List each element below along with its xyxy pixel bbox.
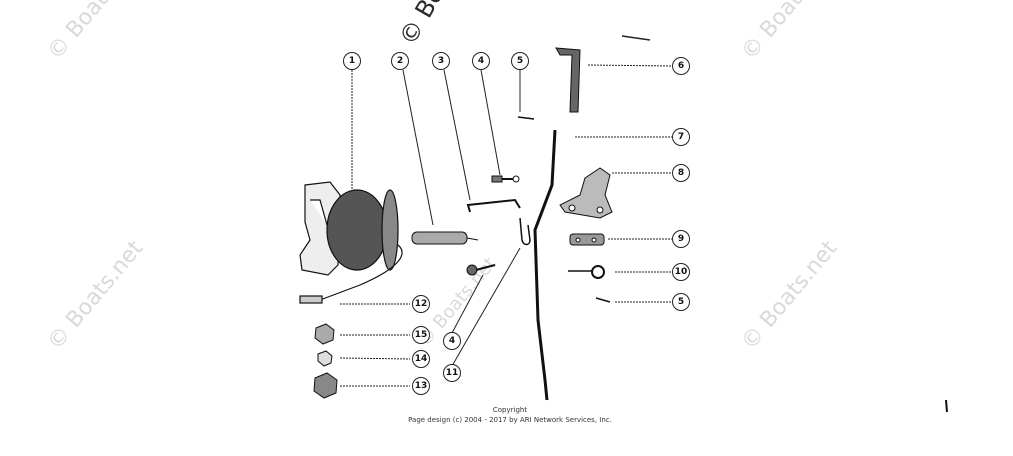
- callout-14: 14: [412, 350, 430, 368]
- callout-2: 2: [391, 52, 409, 70]
- pin-upper: [517, 116, 535, 120]
- callout-1: 1: [343, 52, 361, 70]
- nut-13: [313, 372, 338, 399]
- callout-3: 3: [432, 52, 450, 70]
- callout-15: 15: [412, 326, 430, 344]
- callout-13: 13: [412, 377, 430, 395]
- callout-11: 11: [443, 364, 461, 382]
- control-rod: [533, 129, 557, 401]
- callout-5-lower: 5: [672, 293, 690, 311]
- cam-bracket: [559, 167, 613, 219]
- callout-7: 7: [672, 128, 690, 146]
- callout-8: 8: [672, 164, 690, 182]
- copyright-label: Copyright: [492, 406, 528, 414]
- callout-12: 12: [412, 295, 430, 313]
- nut-14: [317, 350, 333, 367]
- callout-5: 5: [511, 52, 529, 70]
- hook: [519, 217, 531, 246]
- callout-6: 6: [672, 57, 690, 75]
- screw-upper: [491, 175, 520, 183]
- callout-4: 4: [472, 52, 490, 70]
- eyelet: [568, 265, 605, 279]
- clamp: [569, 233, 605, 246]
- nut-15: [314, 323, 335, 345]
- spring-clip: [555, 47, 581, 113]
- page-design-notice: Page design (c) 2004 - 2017 by ARI Netwo…: [408, 416, 612, 424]
- screw-lower: [466, 264, 496, 276]
- callout-9: 9: [672, 230, 690, 248]
- pin-lower: [595, 297, 611, 303]
- ignition-coil: [299, 181, 403, 304]
- callout-10: 10: [672, 263, 690, 281]
- condenser: [411, 231, 479, 245]
- callout-4-lower: 4: [443, 332, 461, 350]
- wire-link: [466, 198, 521, 213]
